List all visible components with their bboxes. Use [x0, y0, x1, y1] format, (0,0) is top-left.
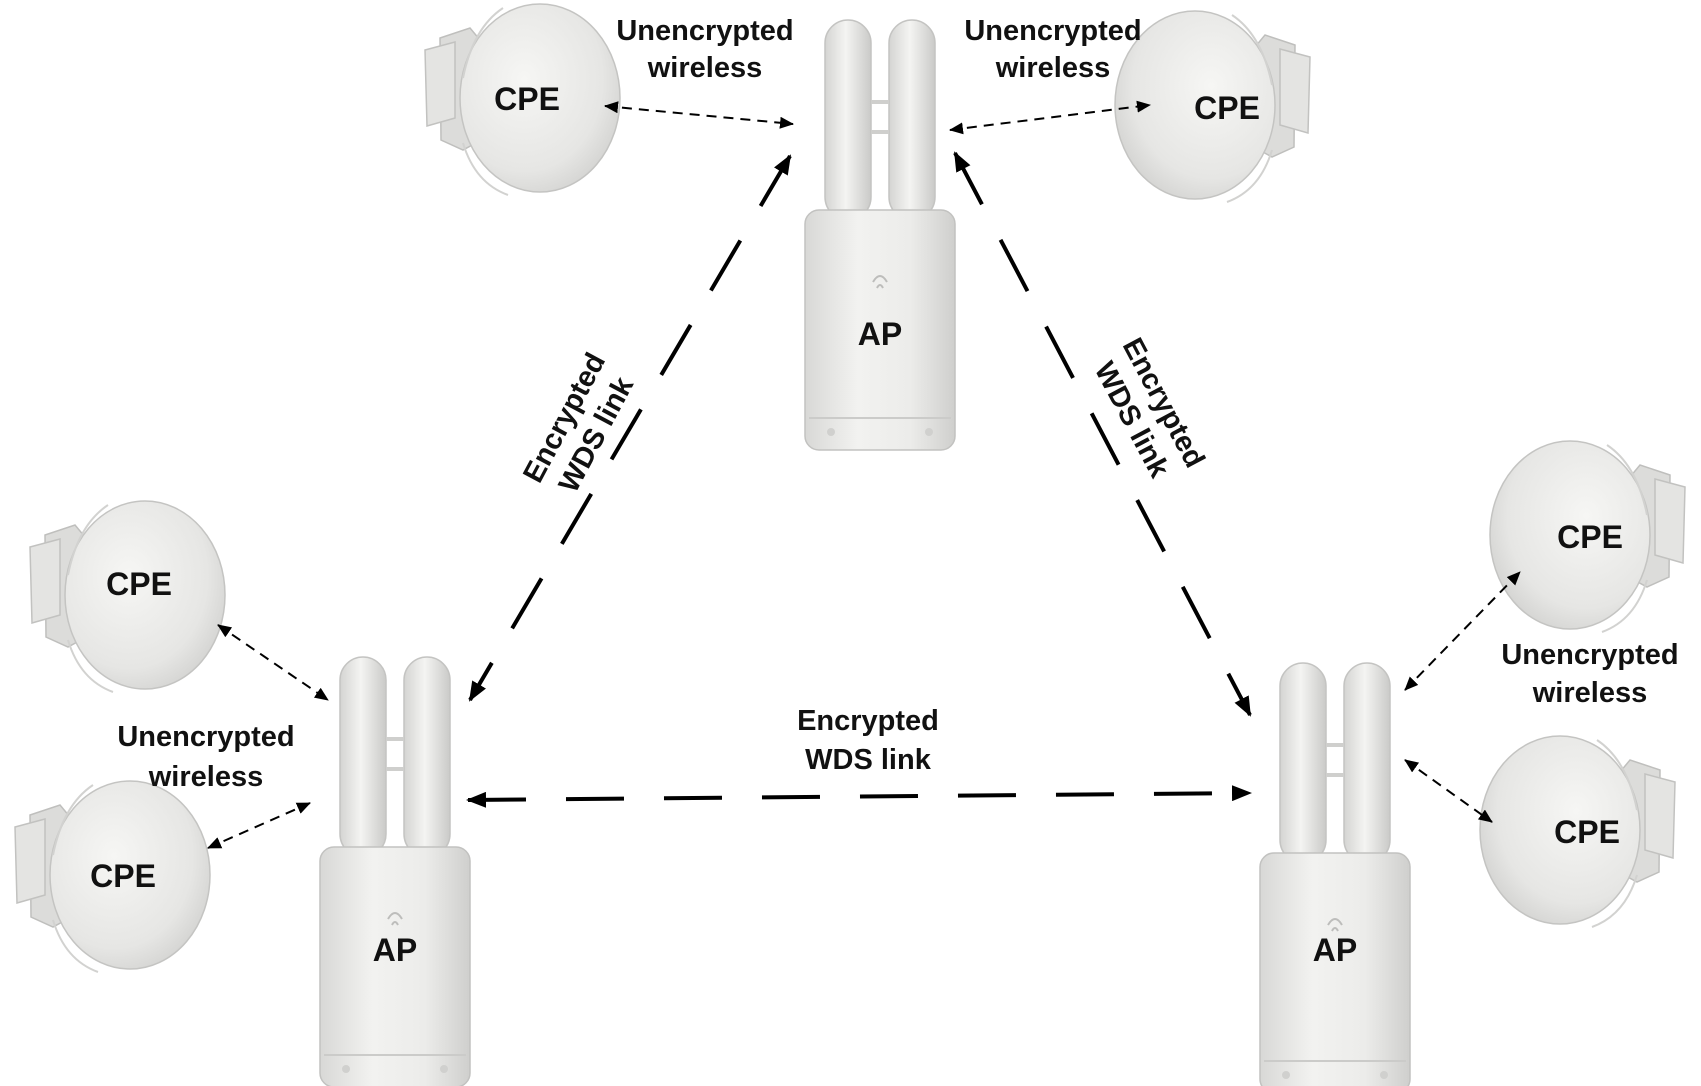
label-line-2: wireless [995, 52, 1110, 84]
ap-right: AP [1259, 662, 1411, 1086]
cpe-right-top: CPE [1490, 441, 1685, 632]
label-unencrypted-top-left: Unencrypted wireless [616, 15, 793, 84]
cpe-top-right: CPE [1115, 11, 1310, 202]
label-wds-right: Encrypted WDS link [1088, 333, 1211, 484]
label-line-1: Unencrypted [616, 15, 793, 47]
cpe-left-top: CPE [29, 500, 226, 693]
cpe-left-bottom: CPE [14, 780, 211, 973]
label-unencrypted-left: Unencrypted wireless [117, 721, 294, 793]
ap-right-label: AP [1313, 932, 1357, 968]
wds-link-top-left [468, 154, 792, 702]
ap-left-label: AP [373, 932, 417, 968]
label-line-1: Unencrypted [117, 721, 294, 753]
cpe-left-top-label: CPE [106, 566, 172, 602]
ap-top: AP [804, 19, 956, 451]
wireless-link-right-top [1404, 571, 1521, 691]
label-line-1: Encrypted [797, 705, 939, 737]
label-line-2: wireless [647, 52, 762, 84]
label-line-1: Unencrypted [964, 15, 1141, 47]
cpe-top-left: CPE [424, 3, 621, 196]
label-unencrypted-right: Unencrypted wireless [1501, 639, 1678, 709]
label-line-2: WDS link [805, 744, 932, 776]
label-line-1: Unencrypted [1501, 639, 1678, 671]
wireless-link-right-bottom [1404, 759, 1493, 823]
cpe-left-bottom-label: CPE [90, 858, 156, 894]
ap-left: AP [319, 656, 471, 1086]
label-line-2: wireless [148, 761, 263, 793]
ap-top-label: AP [858, 316, 902, 352]
cpe-top-left-label: CPE [494, 81, 560, 117]
cpe-right-bottom-label: CPE [1554, 814, 1620, 850]
wireless-link-left-top [217, 624, 329, 701]
label-wds-bottom: Encrypted WDS link [797, 705, 939, 776]
cpe-right-top-label: CPE [1557, 519, 1623, 555]
wds-link-top-right [953, 151, 1252, 717]
label-unencrypted-top-right: Unencrypted wireless [964, 15, 1141, 84]
wds-link-bottom [466, 785, 1252, 808]
label-line-2: wireless [1532, 677, 1647, 709]
label-wds-left: Encrypted WDS link [517, 348, 640, 498]
wireless-link-left-bottom [207, 802, 311, 849]
cpe-top-right-label: CPE [1194, 90, 1260, 126]
cpe-right-bottom: CPE [1480, 736, 1675, 927]
wireless-link-top-left [604, 101, 794, 129]
